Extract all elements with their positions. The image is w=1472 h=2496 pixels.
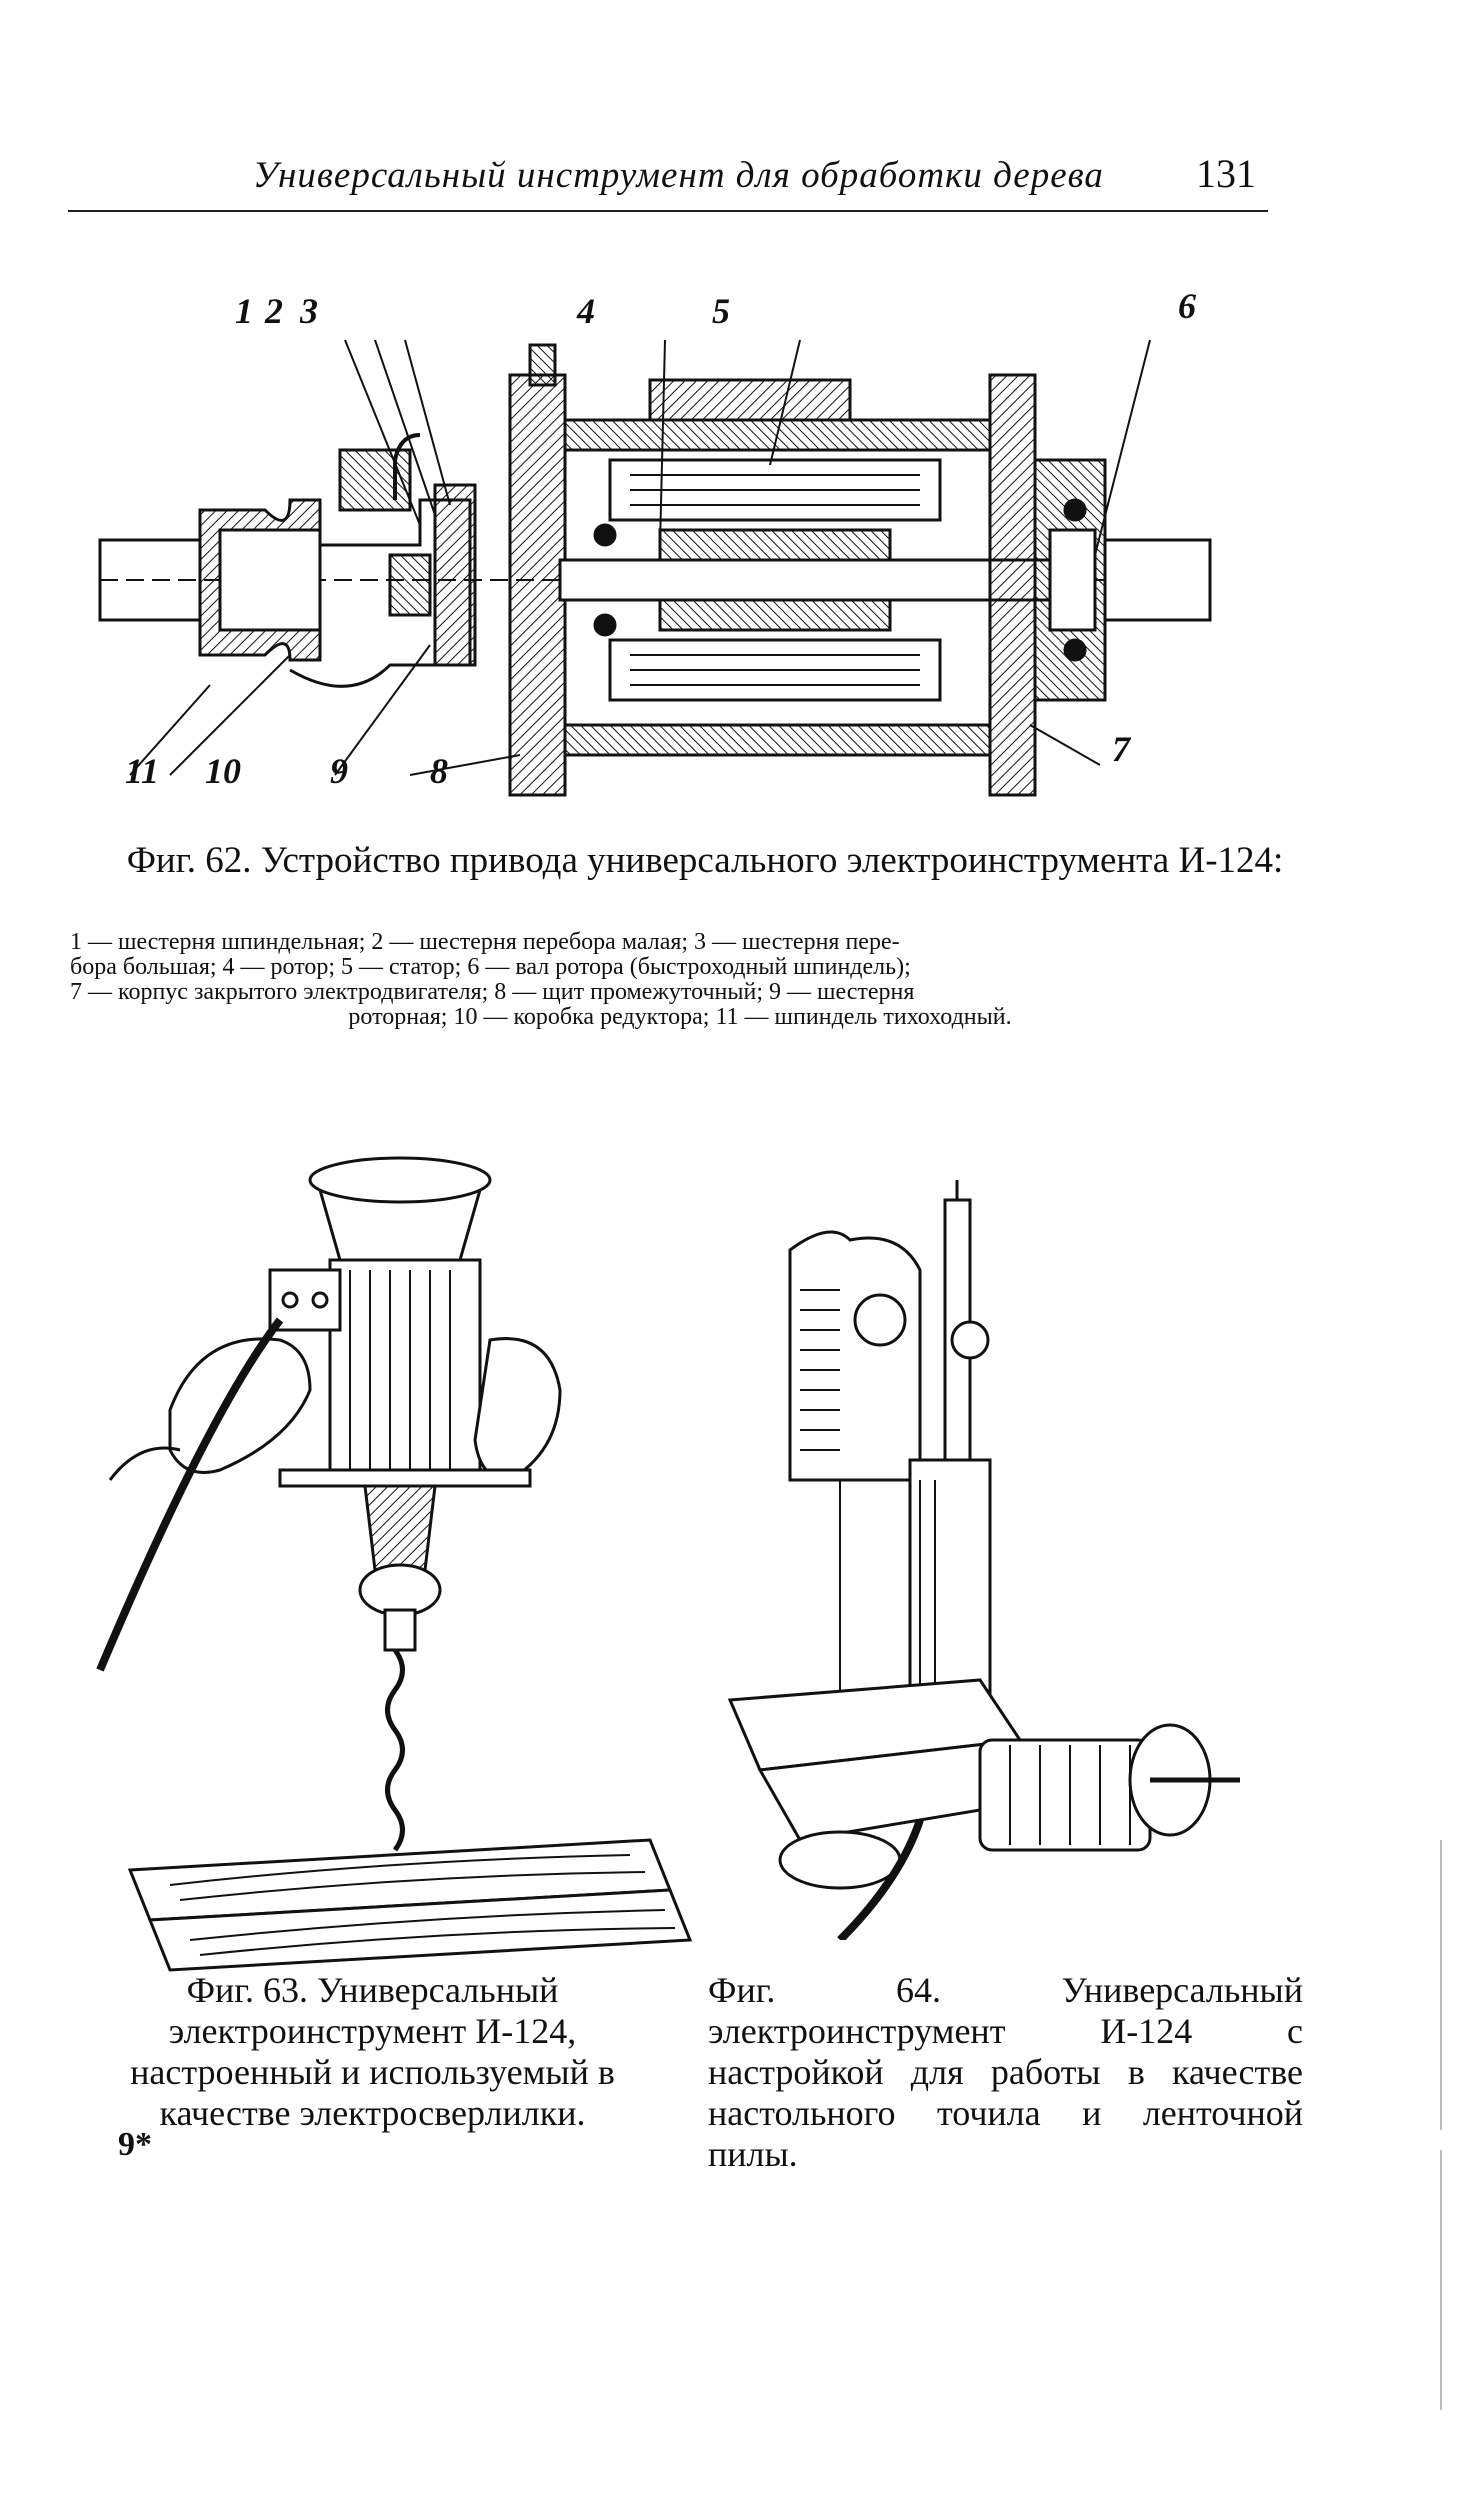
callout-4: 4 <box>577 291 595 331</box>
figure-64-bandsaw-grinder-illustration <box>720 1180 1280 1943</box>
legend-line: 7 — корпус закрытого электродвигателя; 8… <box>70 979 915 1005</box>
callout-1: 1 <box>235 291 253 331</box>
signature-mark: 9* <box>118 2126 152 2163</box>
drive-cross-section-drawing <box>98 339 1212 797</box>
electric-drill-drawing <box>96 1156 693 1972</box>
legend-line: 1 — шестерня шпиндельная; 2 — шестерня п… <box>70 929 900 955</box>
figure-62-drive-cross-section: 1 2 3 4 5 6 7 8 9 10 11 <box>90 285 1260 810</box>
callout-3: 3 <box>300 291 318 331</box>
callout-9: 9 <box>330 751 348 791</box>
callout-10: 10 <box>205 751 241 791</box>
running-title: Универсальный инструмент для обработки д… <box>253 155 1104 196</box>
header-rule <box>68 210 1268 212</box>
figure-62-caption: Фиг. 62. Устройство привода универсально… <box>126 840 1284 881</box>
callout-8: 8 <box>430 751 448 791</box>
figure-62-legend: 1 — шестерня шпиндельная; 2 — шестерня п… <box>70 930 1290 1030</box>
callout-7: 7 <box>1112 729 1130 769</box>
callout-5: 5 <box>712 291 730 331</box>
figure-63-electric-drill-illustration <box>90 1150 710 1980</box>
figure-64-caption: Фиг. 64. Универсальный электроинструмент… <box>708 1970 1303 2174</box>
bandsaw-grinder-drawing <box>727 1180 1240 1943</box>
callout-6: 6 <box>1178 286 1196 326</box>
scan-edge-mark <box>1440 1840 1442 2130</box>
figure-63-caption: Фиг. 63. Универсальный электроинструмент… <box>130 1970 615 2133</box>
callout-2: 2 <box>265 291 283 331</box>
legend-line: роторная; 10 — коробка редуктора; 11 — ш… <box>348 1004 1012 1030</box>
page-header: Универсальный инструмент для обработки д… <box>68 150 1268 212</box>
legend-line: бора большая; 4 — ротор; 5 — статор; 6 —… <box>70 954 911 980</box>
page-number: 131 <box>1196 151 1256 196</box>
callout-11: 11 <box>125 751 160 791</box>
scan-edge-mark <box>1440 2150 1442 2410</box>
